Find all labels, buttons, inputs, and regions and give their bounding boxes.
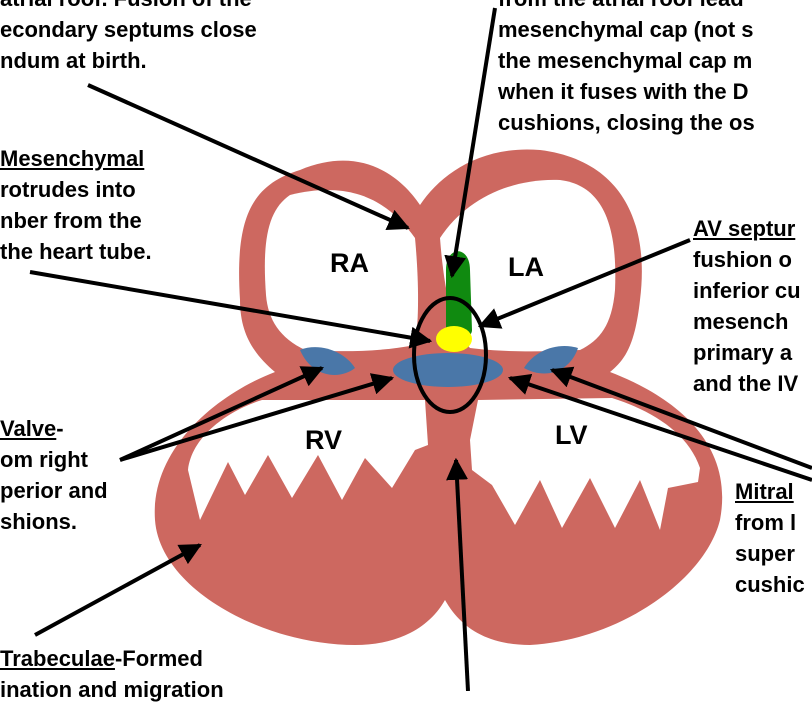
arrow-to-trabeculae	[35, 545, 200, 635]
note-mitral-valve: Mitral from l super cushic	[735, 476, 805, 600]
note-trabeculae: Trabeculae-Formed ination and migration	[0, 643, 224, 705]
note-title: Trabeculae	[0, 646, 115, 671]
note-line: fushion o	[693, 244, 801, 275]
note-line: when it fuses with the D	[498, 76, 755, 107]
note-title-row: Valve-	[0, 413, 108, 444]
note-title-row: Trabeculae-Formed	[0, 643, 224, 674]
note-line: nber from the	[0, 205, 152, 236]
septum-primum	[446, 251, 472, 339]
note-title-suffix: -Formed	[115, 646, 203, 671]
note-line: atrial roof. Fusion of the	[0, 0, 257, 14]
note-line: cushic	[735, 569, 805, 600]
chamber-label-ra: RA	[330, 248, 369, 279]
note-line: mesench	[693, 306, 801, 337]
chamber-label-la: LA	[508, 252, 544, 283]
note-title: AV septur	[693, 213, 801, 244]
note-line: super	[735, 538, 805, 569]
note-line: the heart tube.	[0, 236, 152, 267]
note-line: mesenchymal cap (not s	[498, 14, 755, 45]
note-line: from the atrial roof lead	[498, 0, 755, 14]
note-line: from l	[735, 507, 805, 538]
note-tricuspid-valve: Valve- om right perior and shions.	[0, 413, 108, 537]
note-line: econdary septums close	[0, 14, 257, 45]
note-septum-primum: from the atrial roof lead mesenchymal ca…	[498, 0, 755, 138]
note-line: ination and migration	[0, 674, 224, 705]
note-title: Mesenchymal	[0, 143, 152, 174]
note-line: ndum at birth.	[0, 45, 257, 76]
note-title: Valve	[0, 416, 56, 441]
note-line: perior and	[0, 475, 108, 506]
note-line: the mesenchymal cap m	[498, 45, 755, 76]
note-mesenchymal-cap: Mesenchymal rotrudes into nber from the …	[0, 143, 152, 267]
note-line: inferior cu	[693, 275, 801, 306]
note-line: primary a	[693, 337, 801, 368]
note-line: rotrudes into	[0, 174, 152, 205]
note-line: om right	[0, 444, 108, 475]
note-title: Mitral	[735, 476, 805, 507]
heart-wall	[155, 149, 722, 645]
note-line: shions.	[0, 506, 108, 537]
note-septum-secundum: atrial roof. Fusion of the econdary sept…	[0, 0, 257, 76]
note-title-suffix: -	[56, 416, 63, 441]
mesenchymal-cap	[436, 326, 472, 352]
note-av-septum: AV septur fushion o inferior cu mesench …	[693, 213, 801, 399]
note-line: cushions, closing the os	[498, 107, 755, 138]
chamber-label-lv: LV	[555, 420, 588, 451]
note-line: and the IV	[693, 368, 801, 399]
chamber-label-rv: RV	[305, 425, 342, 456]
